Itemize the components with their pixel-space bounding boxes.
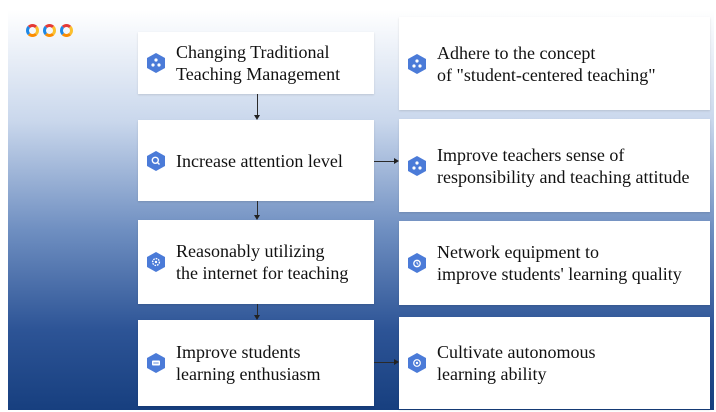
logo: [26, 24, 73, 37]
connector-3-4: [257, 304, 258, 315]
left-box-2-label: Increase attention level: [176, 150, 343, 171]
right-box-2-label: Improve teachers sense of responsibility…: [437, 144, 690, 187]
connector-left4-right4: [374, 362, 394, 363]
connector-left2-right2: [374, 161, 394, 162]
target-icon: [408, 353, 426, 373]
logo-ring-icon: [60, 24, 73, 37]
connector-2-3: [257, 201, 258, 215]
left-box-1-label: Changing Traditional Teaching Management: [176, 42, 341, 84]
chat-icon: [147, 353, 165, 373]
gear-icon: [147, 252, 165, 272]
logo-ring-icon: [43, 24, 56, 37]
search-icon: [147, 150, 165, 171]
right-box-3-label: Network equipment to improve students' l…: [437, 242, 682, 284]
right-box-1-label: Adhere to the concept of "student-center…: [437, 42, 656, 85]
left-box-4: Improve students learning enthusiasm: [138, 320, 374, 406]
arrow-down-icon: [254, 115, 260, 120]
top-strip: [0, 0, 716, 12]
connector-1-2: [257, 94, 258, 115]
arrow-right-icon: [394, 359, 399, 365]
arrow-down-icon: [254, 215, 260, 220]
right-box-3: Network equipment to improve students' l…: [399, 221, 710, 305]
people-icon: [408, 53, 426, 74]
left-box-3-label: Reasonably utilizing the internet for te…: [176, 241, 349, 283]
people-icon: [408, 155, 426, 176]
left-box-3: Reasonably utilizing the internet for te…: [138, 220, 374, 304]
right-box-4-label: Cultivate autonomous learning ability: [437, 342, 596, 384]
right-box-1: Adhere to the concept of "student-center…: [399, 17, 710, 110]
people-icon: [147, 53, 165, 73]
arrow-down-icon: [254, 315, 260, 320]
right-box-2: Improve teachers sense of responsibility…: [399, 119, 710, 212]
arrow-right-icon: [394, 158, 399, 164]
left-box-4-label: Improve students learning enthusiasm: [176, 342, 321, 384]
logo-ring-icon: [26, 24, 39, 37]
right-box-4: Cultivate autonomous learning ability: [399, 317, 710, 409]
left-box-1: Changing Traditional Teaching Management: [138, 32, 374, 94]
alarm-icon: [408, 253, 426, 273]
left-box-2: Increase attention level: [138, 120, 374, 201]
